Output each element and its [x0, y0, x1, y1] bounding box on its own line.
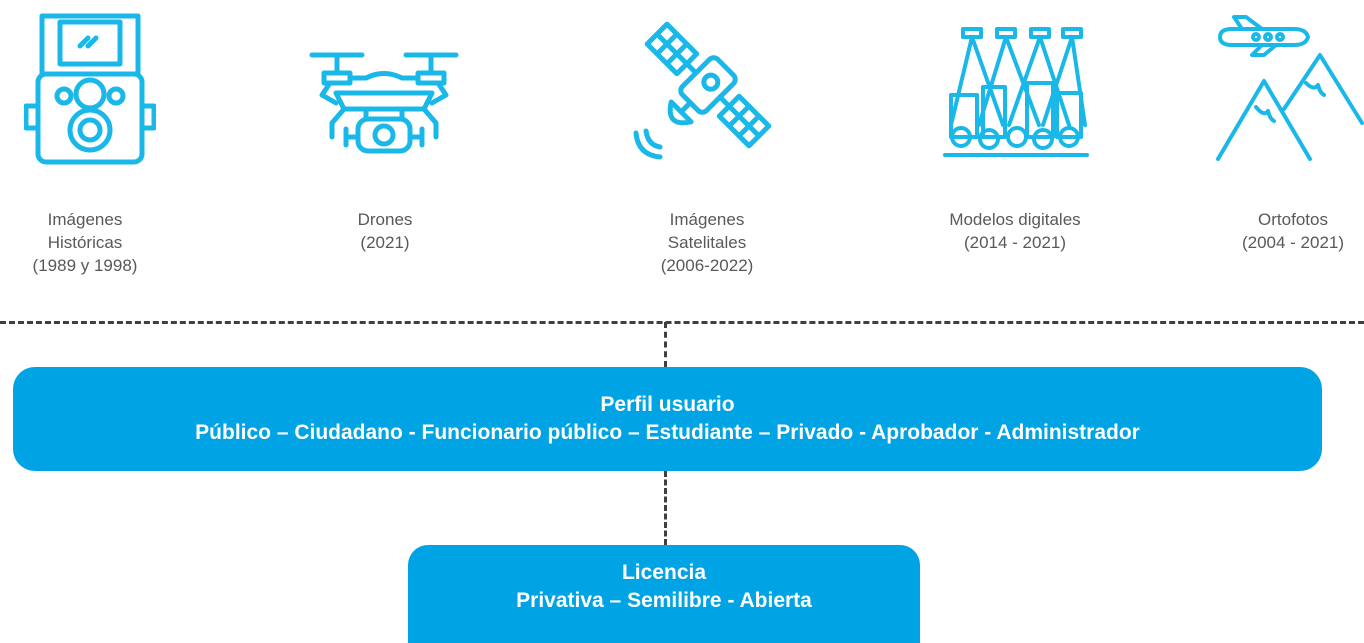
caption-line: Satelitales: [667, 233, 747, 252]
caption-line: Imágenes: [669, 210, 745, 229]
caption-line: Drones: [357, 210, 413, 229]
digital-model-scan-icon: [943, 25, 1089, 160]
caption-line: (2004 - 2021): [1241, 233, 1345, 252]
caption-ortofotos: Ortofotos (2004 - 2021): [1224, 208, 1362, 254]
licencia-items: Privativa – Semilibre - Abierta: [516, 589, 812, 612]
caption-line: (2021): [360, 233, 410, 252]
dashed-divider: [0, 321, 1364, 324]
drone-icon: [306, 45, 462, 160]
dashed-connector-top: [664, 322, 667, 367]
perfil-usuario-title: Perfil usuario: [600, 393, 735, 416]
caption-line: Modelos digitales: [949, 210, 1081, 229]
airplane-mountains-icon: [1212, 15, 1364, 163]
licencia-title: Licencia: [621, 561, 707, 584]
caption-line: Históricas: [47, 233, 123, 252]
satellite-icon: [628, 5, 790, 163]
caption-line: Ortofotos: [1258, 210, 1328, 229]
caption-satelitales: Imágenes Satelitales (2006-2022): [622, 208, 792, 277]
caption-modelos: Modelos digitales (2014 - 2021): [925, 208, 1105, 254]
caption-line: (2006-2022): [660, 256, 754, 275]
caption-historicas: Imágenes Históricas (1989 y 1998): [0, 208, 170, 277]
perfil-usuario-items: Público – Ciudadano - Funcionario públic…: [195, 421, 1140, 444]
licencia-box: Licencia Privativa – Semilibre - Abierta: [408, 545, 920, 643]
caption-drones: Drones (2021): [300, 208, 470, 254]
perfil-usuario-box: Perfil usuario Público – Ciudadano - Fun…: [13, 367, 1322, 471]
twin-lens-camera-icon: [24, 12, 156, 166]
dashed-connector-middle: [664, 471, 667, 545]
caption-line: Imágenes: [47, 210, 123, 229]
caption-line: (1989 y 1998): [32, 256, 138, 275]
caption-line: (2014 - 2021): [963, 233, 1067, 252]
